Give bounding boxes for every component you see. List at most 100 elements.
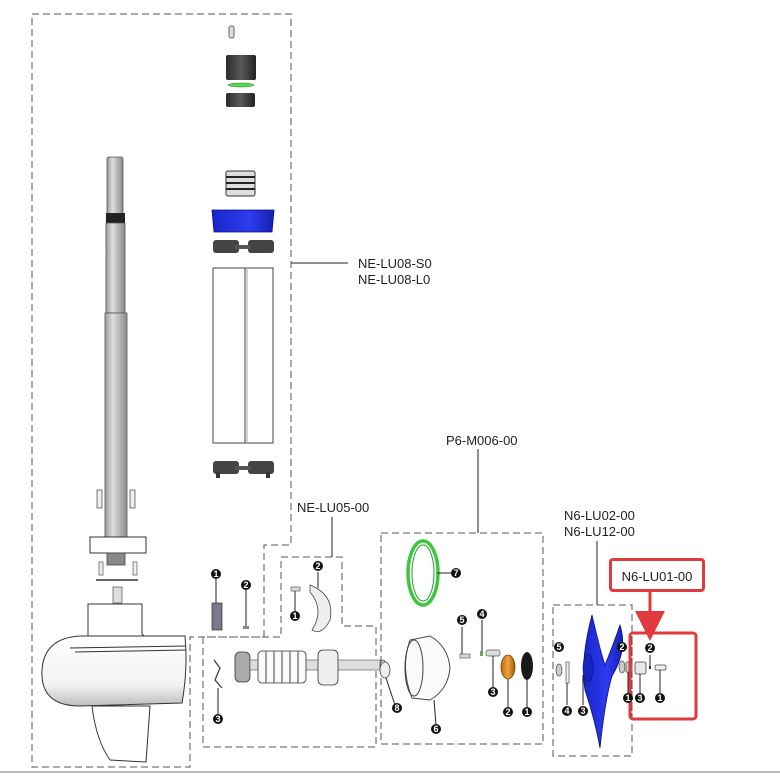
badge: 1 [522, 707, 532, 717]
badge: 4 [562, 706, 572, 716]
shaft-thread [106, 213, 125, 223]
housing-pin-5 [459, 653, 471, 659]
badge: 5 [554, 642, 564, 652]
lower-clip [213, 461, 274, 478]
badge: 3 [635, 693, 645, 703]
badge: 2 [313, 561, 323, 571]
upper-assembly-parts [211, 25, 275, 478]
badge: 1 [211, 569, 221, 579]
seal-1 [521, 652, 533, 680]
cotter-2 [649, 666, 651, 669]
badge: 1 [290, 611, 300, 621]
badge: 2 [241, 580, 251, 590]
motor-plate [309, 584, 332, 633]
leader-lines [291, 262, 598, 605]
badge: 2 [503, 707, 513, 717]
rotor-bearing [317, 649, 339, 686]
bracket-part [211, 602, 223, 631]
svg-text:1: 1 [524, 707, 529, 717]
bottom-divider [0, 771, 780, 773]
prop-nut-parts [628, 592, 698, 721]
assembly-code-propeller-02: N6-LU02-00 [564, 508, 635, 523]
nut-3 [634, 661, 647, 675]
motor-bracket-parts [211, 577, 249, 631]
assembly-code-motor: NE-LU05-00 [297, 500, 370, 515]
housing-parts [379, 539, 533, 726]
housing-ring-8 [379, 661, 391, 679]
svg-text:6: 6 [433, 724, 438, 734]
svg-text:8: 8 [394, 703, 399, 713]
callout-badges: 1 2 1 2 3 7 5 4 3 2 1 6 8 5 4 3 2 1 2 3 … [211, 561, 665, 734]
badge: 7 [451, 568, 461, 578]
housing-bolt-3 [485, 649, 501, 657]
skeg [91, 705, 151, 763]
svg-text:3: 3 [490, 687, 495, 697]
svg-text:3: 3 [637, 693, 642, 703]
svg-text:5: 5 [556, 642, 561, 652]
shaft-mid [105, 222, 126, 314]
badge: 4 [477, 609, 487, 619]
dark-ring [226, 93, 255, 107]
badge: 2 [645, 643, 655, 653]
dark-cap [226, 55, 256, 80]
propeller [583, 614, 624, 749]
shaft-lower [104, 312, 128, 554]
rotor-end-left [234, 651, 251, 683]
lower-unit-body [41, 635, 187, 707]
svg-text:2: 2 [315, 561, 320, 571]
outline-prop-nut-assembly [631, 632, 697, 719]
assembly-code-prop-nut: N6-LU01-00 [621, 569, 693, 584]
svg-text:3: 3 [580, 706, 585, 716]
svg-text:2: 2 [647, 643, 652, 653]
badge: 3 [488, 687, 498, 697]
shaft-and-lower-unit [41, 156, 187, 763]
svg-text:1: 1 [213, 569, 218, 579]
motor-pin [290, 586, 301, 592]
small-green-o-ring [227, 82, 255, 88]
key-right [132, 561, 138, 576]
shaft-top [106, 156, 124, 216]
badge: 2 [617, 642, 627, 652]
spline [112, 586, 123, 604]
key-left [98, 561, 104, 576]
svg-text:4: 4 [479, 609, 484, 619]
shaft-collar [89, 536, 147, 554]
bushing-2 [500, 654, 516, 680]
svg-text:2: 2 [505, 707, 510, 717]
shaft-bolt-left [96, 489, 103, 509]
badge: 6 [431, 724, 441, 734]
battery-tube [212, 267, 274, 444]
svg-text:1: 1 [657, 693, 662, 703]
shaft-bolt-right [129, 489, 136, 509]
svg-text:2: 2 [243, 580, 248, 590]
svg-text:4: 4 [564, 706, 569, 716]
svg-text:7: 7 [453, 568, 458, 578]
propeller-parts [555, 614, 633, 749]
prop-washer-5 [555, 663, 563, 677]
assembly-code-propeller-12: N6-LU12-00 [564, 524, 635, 539]
badge: 8 [392, 703, 402, 713]
assembly-code-upper-l0: NE-LU08-L0 [358, 272, 431, 287]
svg-text:1: 1 [292, 611, 297, 621]
pin-1 [654, 664, 667, 671]
badge: 3 [213, 714, 223, 724]
assembly-code-housing: P6-M006-00 [446, 433, 518, 448]
badge: 1 [655, 693, 665, 703]
svg-text:3: 3 [215, 714, 220, 724]
blue-collar [211, 209, 275, 233]
upper-clip [213, 240, 274, 253]
badge: 5 [457, 615, 467, 625]
motor-clip [213, 659, 223, 689]
svg-text:5: 5 [459, 615, 464, 625]
housing-washer-4 [480, 651, 483, 656]
highlight-callout: N6-LU01-00 [609, 558, 705, 592]
outline-motor-assembly [202, 556, 377, 748]
prop-pin-4 [565, 661, 570, 684]
ribbed-ring [225, 170, 256, 197]
motor-parts [213, 572, 387, 717]
shaft-stub [106, 552, 126, 566]
lower-unit-stripe [69, 645, 187, 653]
badge: 3 [578, 706, 588, 716]
pin [228, 25, 235, 39]
